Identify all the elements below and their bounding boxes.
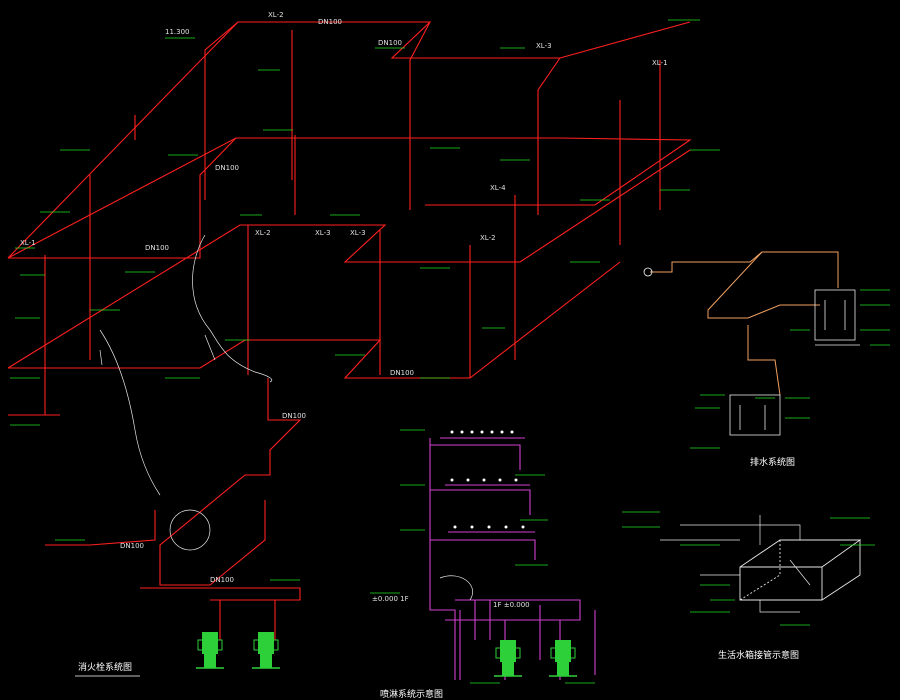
svg-text:DN100: DN100 (318, 18, 342, 26)
fire-pump-icon (494, 640, 522, 677)
drainage-pit-lower (729, 394, 781, 436)
sprinkler-head-icon (487, 525, 491, 529)
svg-text:XL-1: XL-1 (20, 239, 36, 247)
svg-text:XL-4: XL-4 (490, 184, 506, 192)
sprinkler-head-icon (466, 478, 470, 482)
fire-pump-icon (252, 632, 280, 669)
sprinkler-head-icon (480, 430, 484, 434)
sprinkler-branch-2 (430, 484, 531, 515)
sprinkler-branch-3 (430, 531, 536, 560)
svg-text:DN100: DN100 (378, 39, 402, 47)
sprinkler-floor-level-label: ±0.000 1F (372, 595, 409, 603)
fire-hydrant-isometric-network (7, 21, 692, 640)
water-tank-pipes (660, 515, 811, 613)
hydrant-lower-level-pipe (7, 149, 691, 369)
svg-text:DN100: DN100 (215, 164, 239, 172)
drainage-annotation-marks (690, 289, 890, 449)
svg-text:DN100: DN100 (390, 369, 414, 377)
hydrant-mid-loop-pipe (8, 137, 237, 259)
hydrant-mid-level-pipe (7, 137, 692, 259)
sprinkler-system-title: 喷淋系统示意图 (380, 688, 443, 700)
hydrant-top-main-pipe (7, 21, 691, 259)
sprinkler-main-riser (429, 438, 456, 680)
sprinkler-floor-tag-label: 1F ±0.000 (493, 601, 530, 609)
sprinkler-head-icon (450, 478, 454, 482)
sprinkler-head-icon (510, 430, 514, 434)
svg-text:DN100: DN100 (282, 412, 306, 420)
svg-text:11.300: 11.300 (165, 28, 190, 36)
svg-text:DN100: DN100 (145, 244, 169, 252)
water-tank-annotation-marks (622, 511, 875, 626)
hydrant-annotation-marks (10, 19, 720, 581)
hydrant-leader-lines (99, 234, 273, 551)
tank-side-face (821, 540, 861, 601)
sump-pit-lower (729, 394, 781, 436)
drainage-pit-upper (814, 289, 860, 346)
sprinkler-head-icon (470, 525, 474, 529)
sprinkler-head-icon (521, 525, 525, 529)
sprinkler-head-icon (453, 525, 457, 529)
sprinkler-pumps (494, 640, 577, 677)
svg-text:XL-2: XL-2 (268, 11, 284, 19)
sprinkler-head-icon (514, 478, 518, 482)
sprinkler-head-icon (450, 430, 454, 434)
sprinkler-annotation-marks (370, 429, 595, 684)
domestic-water-tank-title: 生活水箱接管示意图 (718, 649, 799, 661)
tank-front-face (739, 566, 823, 601)
fire-pump-icon (196, 632, 224, 669)
sprinkler-head-icon (498, 478, 502, 482)
hydrant-fire-pumps (196, 632, 280, 669)
sprinkler-head-icon (470, 430, 474, 434)
sprinkler-branch-1 (430, 437, 525, 470)
sprinkler-valve-risers (459, 605, 596, 680)
hydrant-lower-return-pipe (8, 261, 621, 379)
svg-text:XL-3: XL-3 (536, 42, 552, 50)
drainage-horizontal-main (650, 251, 839, 288)
sprinkler-head-icon (490, 430, 494, 434)
svg-text:XL-3: XL-3 (350, 229, 366, 237)
sprinkler-head-icon (504, 525, 508, 529)
drainage-network (650, 251, 839, 396)
hydrant-drop-to-pump-pipe (45, 378, 302, 586)
sprinkler-leader-line (439, 575, 473, 601)
hydrant-pump-header-pipe (140, 587, 301, 640)
sprinkler-head-icon (500, 430, 504, 434)
svg-text:XL-2: XL-2 (480, 234, 496, 242)
sprinkler-head-icon (460, 430, 464, 434)
fire-hydrant-system-title: 消火栓系统图 (78, 661, 132, 673)
svg-text:XL-3: XL-3 (315, 229, 331, 237)
hydrant-top-rear-pipe (204, 21, 561, 215)
fire-pump-icon (549, 640, 577, 677)
sump-pit-upper (814, 289, 856, 341)
svg-text:XL-1: XL-1 (652, 59, 668, 67)
drainage-start-valve-icon (643, 267, 653, 277)
drainage-system-title: 排水系统图 (750, 456, 795, 468)
hydrant-right-riser-pipe (469, 60, 661, 378)
drainage-vertical-drop (747, 325, 781, 396)
drainage-diagonal-pipe (707, 251, 820, 319)
hydrant-left-riser-pipe (44, 115, 136, 415)
water-tank-box (739, 539, 862, 601)
svg-text:DN100: DN100 (120, 542, 144, 550)
svg-text:DN100: DN100 (210, 576, 234, 584)
hydrant-pipe-labels: 11.300 XL-2 DN100 DN100 XL-3 XL-1 XL-4 X… (20, 11, 668, 584)
hydrant-centre-risers (247, 30, 381, 375)
sprinkler-head-icon (482, 478, 486, 482)
svg-text:XL-2: XL-2 (255, 229, 271, 237)
tank-top-face (739, 539, 862, 568)
sprinkler-heads-row (450, 430, 525, 529)
hydrant-detail-circle (169, 509, 211, 551)
